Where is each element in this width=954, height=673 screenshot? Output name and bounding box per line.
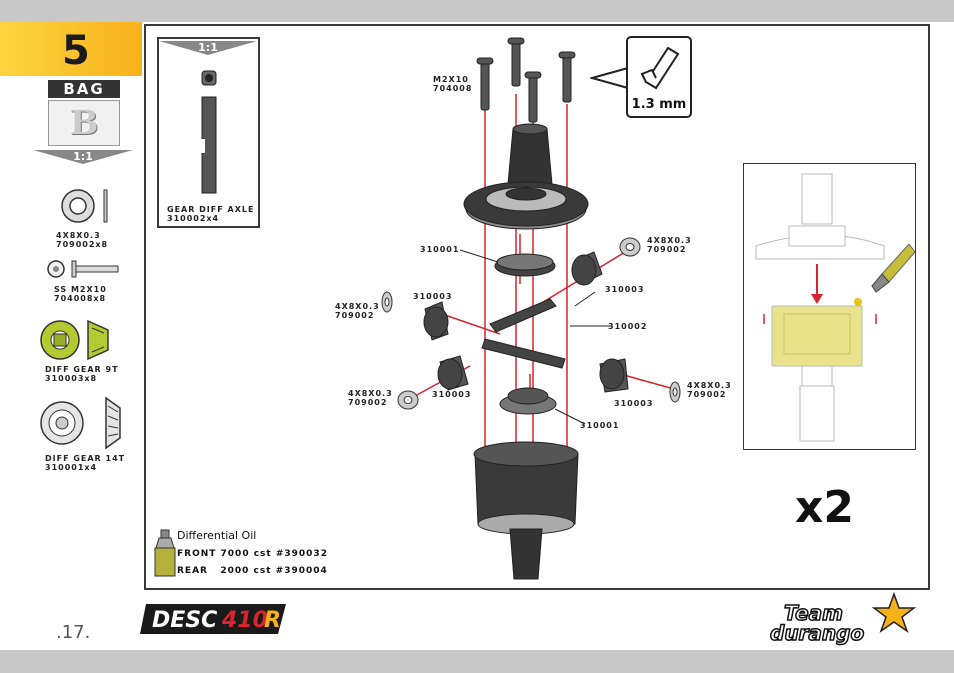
gear-diff-axles [481, 298, 566, 369]
oil-title: Differential Oil [177, 529, 257, 542]
washer-parts [381, 237, 681, 410]
diff-gear-9t-icon [40, 319, 109, 361]
callout-gear9-bottom-right: 310003 [614, 399, 654, 408]
svg-text:DESC: DESC [152, 608, 217, 633]
axle-name: GEAR DIFF AXLE [167, 205, 255, 214]
diff-gear-9t-parts [423, 251, 629, 393]
oil-fill-inset [743, 163, 916, 450]
callout-gear14-bottom: 310001 [580, 421, 620, 430]
axle-inset: 1:1 GEAR DIFF AXLE 310002x4 [157, 37, 260, 228]
callout-washer-left-top: 4X8X0.3 709002 [335, 302, 380, 320]
team-durango-logo: Team durango [770, 592, 917, 646]
callout-gear9-right: 310003 [605, 285, 645, 294]
callout-washer-left-bottom: 4X8X0.3 709002 [348, 389, 393, 407]
callout-gear14-top: 310001 [420, 245, 460, 254]
gear-diff-axle-icon [200, 70, 217, 194]
callout-washer-top-right: 4X8X0.3 709002 [647, 236, 692, 254]
oil-front: FRONT 7000 cst #390032 [177, 549, 328, 559]
hex-key-icon [640, 46, 680, 90]
tool-pointer [590, 67, 629, 89]
svg-text:Team: Team [784, 601, 843, 625]
diff-gear-14t-upper [494, 253, 556, 277]
axle-code: 310002x4 [167, 214, 220, 223]
ring-gear [463, 123, 589, 230]
screw-icon [47, 260, 119, 278]
desc410r-logo: DESC 410 R [140, 604, 286, 634]
diff-case [473, 441, 579, 580]
part-gear14-name: DIFF GEAR 14T [45, 454, 126, 463]
bag-label: BAG [48, 80, 120, 98]
svg-text:R: R [264, 608, 281, 633]
oil-fill-diagram [755, 173, 916, 442]
oil-bottle-icon [154, 529, 176, 577]
part-washer-name: 4X8X0.3 [56, 231, 101, 240]
part-gear9-code: 310003x8 [45, 374, 98, 383]
callout-gear9-left-top: 310003 [413, 292, 453, 301]
bag-card: B [48, 100, 120, 146]
screws [476, 37, 576, 123]
tool-size: 1.3 mm [631, 97, 687, 112]
callout-axle: 310002 [608, 322, 648, 331]
scale-arrow-icon [159, 41, 257, 55]
callout-washer-right-bottom: 4X8X0.3 709002 [687, 381, 732, 399]
exploded-diff-drawing [381, 37, 681, 580]
callout-gear9-left-bottom: 310003 [432, 390, 472, 399]
step-header [0, 22, 142, 76]
multiplier: x2 [795, 482, 854, 533]
leader-lines [459, 249, 610, 425]
tool-box: 1.3 mm [626, 36, 692, 118]
axle-scale: 1:1 [198, 41, 218, 54]
diff-gear-14t-lower [499, 387, 557, 415]
diff-gear-14t-icon [40, 396, 121, 450]
svg-text:durango: durango [770, 621, 864, 645]
step-number: 5 [62, 28, 90, 74]
part-gear14-code: 310001x4 [45, 463, 98, 472]
callout-screw: M2X10 704008 [433, 75, 473, 93]
bag-scale: 1:1 [73, 150, 93, 163]
oil-rear: REAR 2000 cst #390004 [177, 566, 328, 576]
part-screw-name: SS M2X10 [54, 285, 107, 294]
part-washer-code: 709002x8 [56, 240, 109, 249]
part-gear9-name: DIFF GEAR 9T [45, 365, 119, 374]
page-number: .17. [56, 622, 91, 643]
washer-icon [61, 189, 108, 223]
part-screw-code: 704008x8 [54, 294, 107, 303]
parts-list-icons [40, 189, 121, 450]
svg-text:410: 410 [221, 608, 268, 633]
bag-letter: B [69, 103, 99, 143]
scale-arrow-icon [33, 150, 133, 164]
